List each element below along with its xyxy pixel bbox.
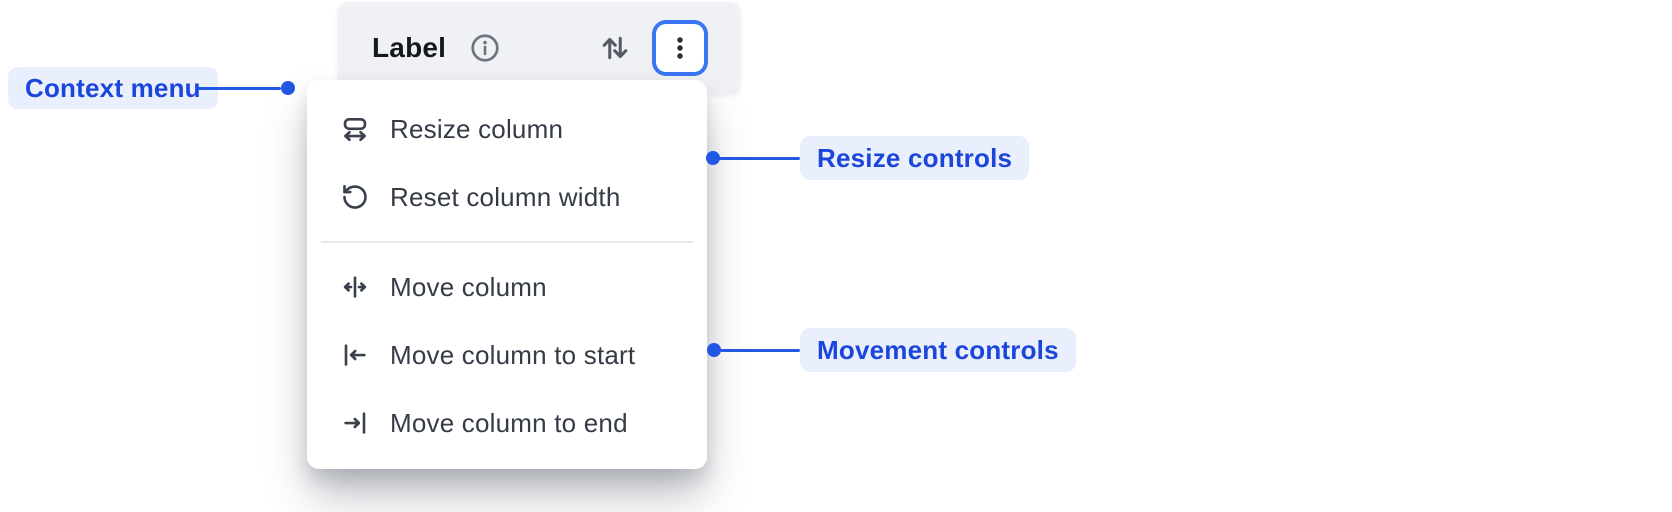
menu-item-label: Move column (390, 271, 547, 302)
annotation-movement-controls: Movement controls (800, 328, 1076, 372)
kebab-menu-icon (677, 37, 683, 59)
table-column-header: Label (338, 2, 740, 94)
menu-item-resize-column[interactable]: Resize column (307, 95, 707, 163)
menu-item-move-column[interactable]: Move column (307, 253, 707, 321)
annotation-resize-controls: Resize controls (800, 136, 1030, 180)
column-context-menu: Resize column Reset column width Move co… (307, 80, 707, 469)
move-column-icon (343, 276, 367, 298)
reset-column-width-icon (343, 184, 367, 209)
sort-arrows-icon[interactable] (597, 30, 633, 66)
menu-divider (321, 241, 693, 243)
annotation-movement-controls-line (714, 349, 800, 352)
menu-item-label: Move column to end (390, 407, 628, 438)
annotation-resize-controls-line (713, 157, 800, 160)
annotation-context-menu-dot (281, 81, 295, 95)
column-menu-button[interactable] (656, 24, 704, 72)
annotation-context-menu: Context menu (8, 67, 218, 109)
move-column-to-start-icon (344, 344, 366, 366)
menu-item-label: Resize column (390, 113, 564, 144)
menu-item-label: Reset column width (390, 181, 621, 212)
menu-item-label: Move column to start (390, 339, 636, 370)
column-title: Label (372, 32, 447, 63)
menu-item-move-column-to-start[interactable]: Move column to start (307, 321, 707, 389)
menu-item-move-column-to-end[interactable]: Move column to end (307, 389, 707, 457)
annotation-context-menu-line (197, 87, 281, 90)
menu-item-reset-column-width[interactable]: Reset column width (307, 163, 707, 231)
move-column-to-end-icon (344, 412, 366, 434)
info-icon[interactable] (469, 32, 501, 64)
resize-column-icon (343, 117, 367, 142)
